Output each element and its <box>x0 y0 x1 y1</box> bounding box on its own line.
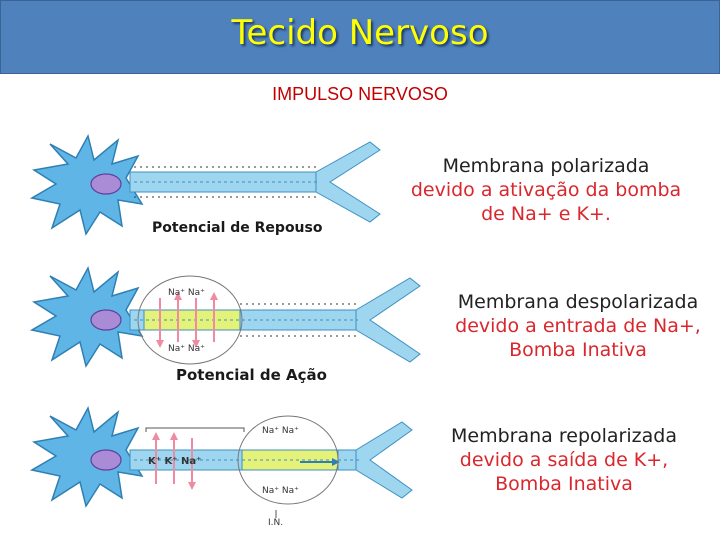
neuron-action-illustration <box>30 265 421 368</box>
desc-line-3: Bomba Inativa <box>495 473 633 495</box>
sodium-ions-bottom: Na⁺ Na⁺ <box>168 344 205 354</box>
axon <box>129 415 413 518</box>
caption-resting: Potencial de Repouso <box>152 220 323 236</box>
desc-line-3: Bomba Inativa <box>509 339 647 361</box>
description-repolarization: Membrana repolarizada devido a saída de … <box>414 424 714 496</box>
neuron-body <box>30 265 144 368</box>
description-resting: Membrana polarizada devido a ativação da… <box>396 154 696 226</box>
sodium-influx-arrows <box>159 298 215 342</box>
slide-title: Tecido Nervoso <box>231 13 489 53</box>
desc-line-1: Membrana repolarizada <box>451 425 677 447</box>
desc-line-1: Membrana polarizada <box>442 155 650 177</box>
nucleus <box>90 309 122 331</box>
neuron-body <box>30 405 144 508</box>
neuron-resting-illustration <box>30 134 381 236</box>
sodium-ions-top: Na⁺ Na⁺ <box>168 288 205 298</box>
desc-line-2: devido a entrada de Na+, <box>455 315 701 337</box>
description-action: Membrana despolarizada devido a entrada … <box>436 290 720 362</box>
panel-action-potential: Na⁺ Na⁺ Na⁺ Na⁺ Potencial de Ação Membra… <box>30 262 720 386</box>
desc-line-2: devido a ativação da bomba <box>410 179 682 201</box>
desc-line-3: de Na+ e K+. <box>481 203 611 225</box>
sodium-ions-top: Na⁺ Na⁺ <box>262 426 299 436</box>
potassium-efflux-arrows <box>155 438 193 484</box>
depolarized-region <box>143 309 241 331</box>
caption-action: Potencial de Ação <box>176 366 327 384</box>
sodium-ions-bottom: Na⁺ Na⁺ <box>262 486 299 496</box>
slide-subtitle: IMPULSO NERVOSO <box>272 84 448 104</box>
neuron-body <box>30 134 144 236</box>
panel-resting-potential: Potencial de Repouso Membrana polarizada… <box>30 134 720 242</box>
nucleus <box>90 449 122 471</box>
title-bar: Tecido Nervoso <box>0 0 720 74</box>
impulse-label: I.N. <box>268 518 284 528</box>
desc-line-1: Membrana despolarizada <box>457 291 699 313</box>
desc-line-2: devido a saída de K+, <box>459 449 669 471</box>
potassium-sodium-ions: K⁺ K⁺ Na⁺ <box>148 456 202 467</box>
nucleus <box>90 173 122 195</box>
neuron-repolarization-illustration <box>30 405 413 518</box>
axon <box>129 275 421 365</box>
axon <box>129 141 381 223</box>
panel-repolarization: K⁺ K⁺ Na⁺ Na⁺ Na⁺ Na⁺ Na⁺ I.N. Membrana … <box>30 400 720 530</box>
